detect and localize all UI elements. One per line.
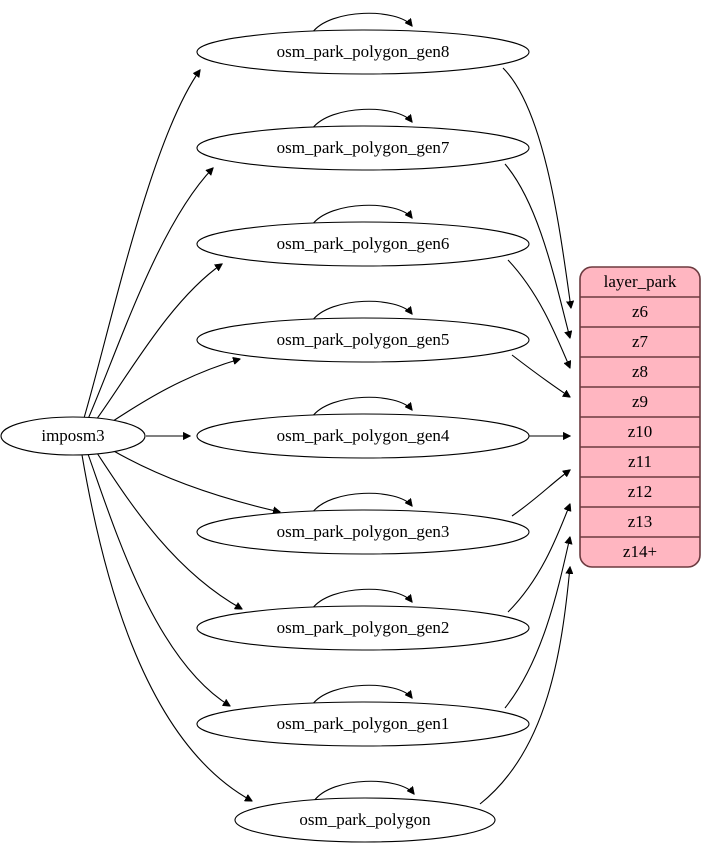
self-loop-gen5 bbox=[311, 300, 412, 322]
layer-park-row-z9[interactable]: z9 bbox=[632, 392, 648, 411]
node-imposm3-shape[interactable] bbox=[0, 416, 146, 456]
layer-park-row-z11[interactable]: z11 bbox=[628, 452, 652, 471]
node-osm-park-polygon-gen7[interactable]: osm_park_polygon_gen7 bbox=[196, 125, 530, 171]
node-osm-park-polygon-gen8-shape[interactable] bbox=[196, 29, 530, 75]
edge-osm-park-polygon-to-z14plus bbox=[479, 567, 570, 805]
self-loop-gen6 bbox=[311, 204, 412, 226]
layer-park-row-z6[interactable]: z6 bbox=[632, 302, 648, 321]
edge-imposm3-to-gen8 bbox=[83, 70, 200, 419]
edges-source-to-tables bbox=[81, 70, 280, 801]
node-osm-park-polygon-gen4-label: osm_park_polygon_gen4 bbox=[277, 426, 450, 445]
node-osm-park-polygon-gen4-shape[interactable] bbox=[196, 413, 530, 459]
edge-imposm3-to-gen6 bbox=[95, 264, 222, 421]
node-osm-park-polygon-gen7-label: osm_park_polygon_gen7 bbox=[277, 138, 450, 157]
edge-gen8-to-z6 bbox=[502, 67, 571, 308]
node-imposm3-label: imposm3 bbox=[41, 426, 104, 445]
edge-gen7-to-z7 bbox=[504, 163, 570, 338]
layer-park-table[interactable]: layer_park z6 z7 z8 z9 z10 z11 z12 z13 z… bbox=[579, 266, 701, 568]
edge-gen6-to-z8 bbox=[507, 259, 570, 368]
node-osm-park-polygon-gen5[interactable]: osm_park_polygon_gen5 bbox=[196, 317, 530, 363]
edge-gen2-to-z12 bbox=[507, 504, 570, 613]
node-osm-park-polygon-gen1-shape[interactable] bbox=[196, 701, 530, 747]
node-osm-park-polygon-gen5-shape[interactable] bbox=[196, 317, 530, 363]
node-osm-park-polygon-gen5-label: osm_park_polygon_gen5 bbox=[277, 330, 450, 349]
self-loop-osm-park-polygon bbox=[313, 780, 414, 802]
self-loop-gen8 bbox=[311, 12, 412, 34]
node-osm-park-polygon-gen2-label: osm_park_polygon_gen2 bbox=[277, 618, 450, 637]
edge-gen3-to-z11 bbox=[511, 470, 570, 517]
edge-gen5-to-z9 bbox=[511, 354, 570, 397]
node-osm-park-polygon-gen8[interactable]: osm_park_polygon_gen8 bbox=[196, 29, 530, 75]
node-osm-park-polygon-gen1-label: osm_park_polygon_gen1 bbox=[277, 714, 450, 733]
edge-imposm3-to-gen7 bbox=[87, 168, 213, 420]
node-osm-park-polygon-gen2-shape[interactable] bbox=[196, 605, 530, 651]
self-loops bbox=[311, 12, 414, 802]
node-osm-park-polygon-gen2[interactable]: osm_park_polygon_gen2 bbox=[196, 605, 530, 651]
self-loop-gen7 bbox=[311, 108, 412, 130]
edge-imposm3-to-gen5 bbox=[109, 359, 240, 424]
node-osm-park-polygon-gen6-shape[interactable] bbox=[196, 221, 530, 267]
node-osm-park-polygon-gen4[interactable]: osm_park_polygon_gen4 bbox=[196, 413, 530, 459]
node-osm-park-polygon-label: osm_park_polygon bbox=[299, 810, 431, 829]
self-loop-gen1 bbox=[311, 684, 412, 706]
edge-imposm3-to-gen3 bbox=[111, 449, 280, 512]
self-loop-gen3 bbox=[311, 492, 412, 514]
edge-gen1-to-z13 bbox=[504, 537, 570, 709]
node-osm-park-polygon-gen3-shape[interactable] bbox=[196, 509, 530, 555]
layer-park-header: layer_park bbox=[604, 272, 677, 291]
node-osm-park-polygon-gen3-label: osm_park_polygon_gen3 bbox=[277, 522, 450, 541]
node-osm-park-polygon-shape[interactable] bbox=[234, 797, 496, 843]
node-osm-park-polygon-gen8-label: osm_park_polygon_gen8 bbox=[277, 42, 450, 61]
node-osm-park-polygon-gen3[interactable]: osm_park_polygon_gen3 bbox=[196, 509, 530, 555]
layer-park-row-z14plus[interactable]: z14+ bbox=[623, 542, 657, 561]
edge-imposm3-to-gen2 bbox=[96, 452, 242, 609]
edge-imposm3-to-osm-park-polygon bbox=[81, 454, 252, 801]
layer-park-row-z10[interactable]: z10 bbox=[628, 422, 653, 441]
self-loop-gen4 bbox=[311, 396, 412, 418]
layer-park-row-z8[interactable]: z8 bbox=[632, 362, 648, 381]
node-osm-park-polygon-gen1[interactable]: osm_park_polygon_gen1 bbox=[196, 701, 530, 747]
node-imposm3[interactable]: imposm3 bbox=[0, 416, 146, 456]
self-loop-gen2 bbox=[311, 588, 412, 610]
edges-tables-to-layer bbox=[479, 67, 571, 805]
node-osm-park-polygon[interactable]: osm_park_polygon bbox=[234, 797, 496, 843]
node-osm-park-polygon-gen6[interactable]: osm_park_polygon_gen6 bbox=[196, 221, 530, 267]
node-osm-park-polygon-gen7-shape[interactable] bbox=[196, 125, 530, 171]
node-osm-park-polygon-gen6-label: osm_park_polygon_gen6 bbox=[277, 234, 450, 253]
layer-park-row-z13[interactable]: z13 bbox=[628, 512, 653, 531]
layer-park-row-z7[interactable]: z7 bbox=[632, 332, 649, 351]
edge-imposm3-to-gen1 bbox=[87, 453, 230, 706]
layer-park-row-z12[interactable]: z12 bbox=[628, 482, 653, 501]
